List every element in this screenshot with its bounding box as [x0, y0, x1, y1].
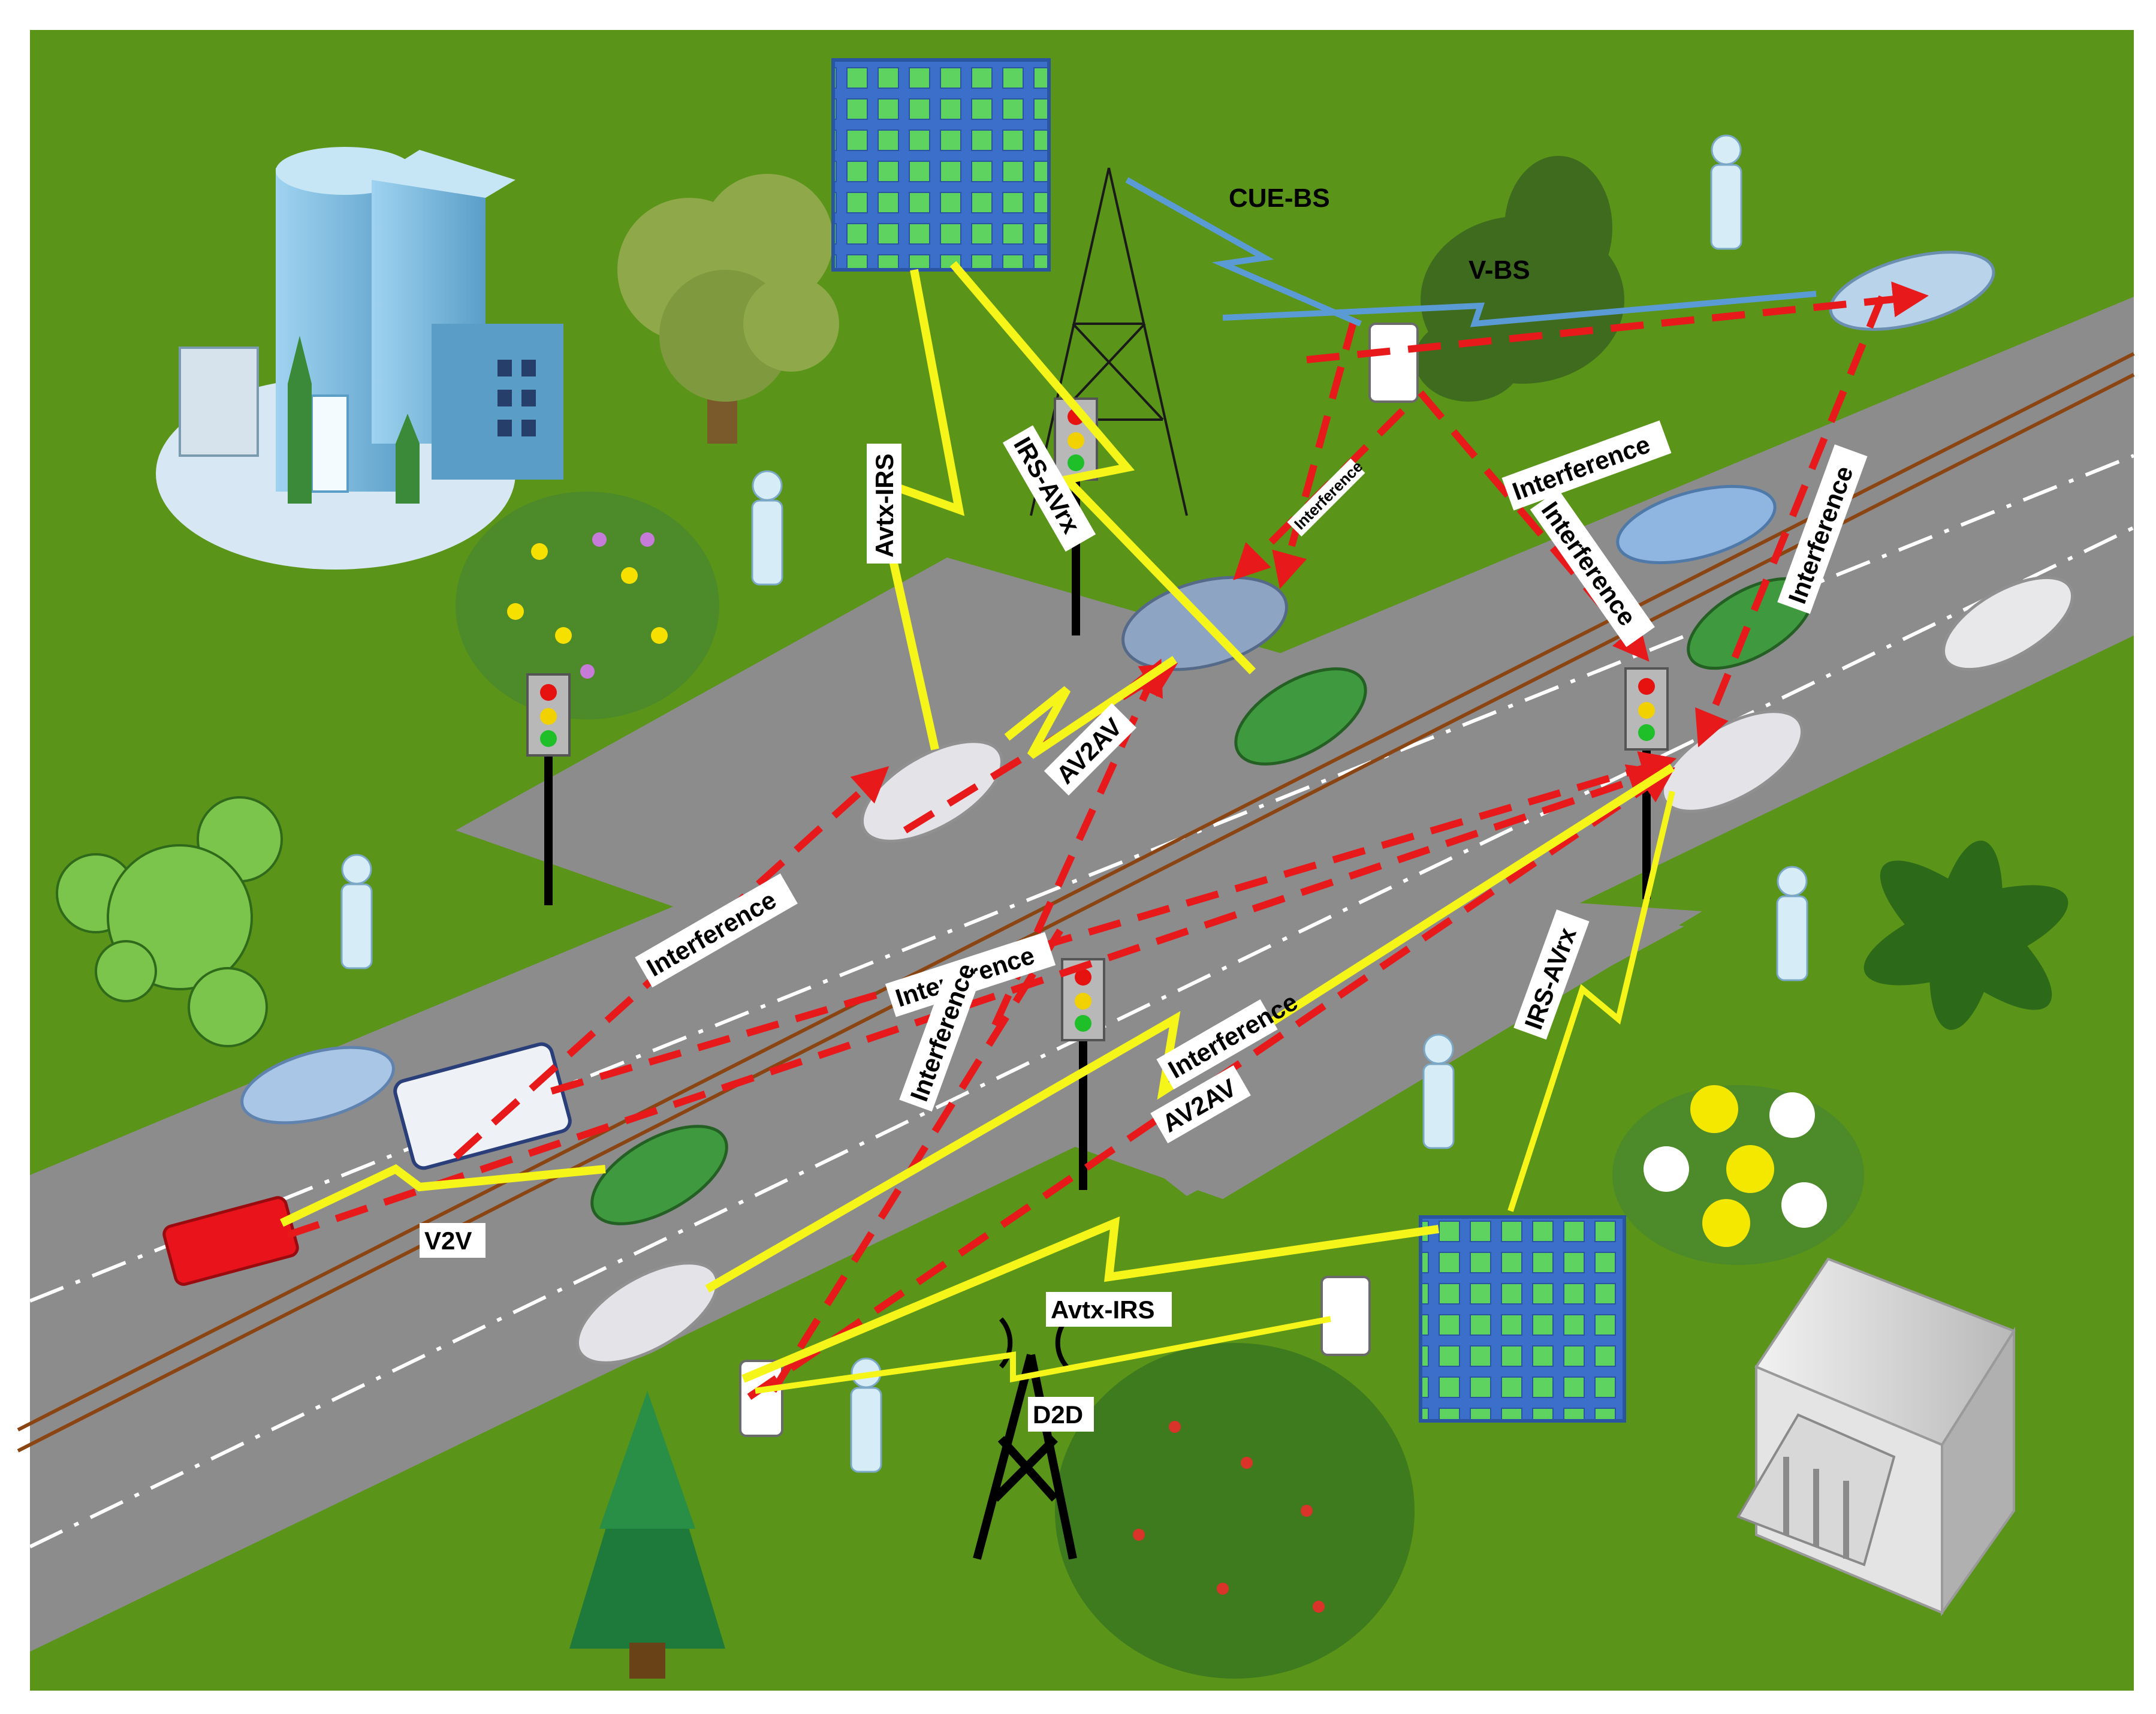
cue-bs-label: CUE-BS	[1229, 183, 1330, 213]
d2d-label: D2D	[1033, 1400, 1083, 1429]
avtx-irs-top-label: Avtx-IRS	[870, 454, 898, 558]
vehicles	[162, 251, 2074, 1364]
cell-tower-bottom	[973, 1317, 1077, 1560]
bank-building	[1736, 1257, 2016, 1617]
berry-bush	[1055, 1343, 1415, 1679]
car-white-av-tx	[860, 740, 1004, 843]
v-bs-label: V-BS	[1469, 255, 1530, 285]
car-white-right	[1942, 576, 2074, 671]
pine-tree	[569, 1391, 725, 1679]
rail-tracks	[17, 352, 2135, 1453]
car-green-1	[1234, 667, 1367, 766]
car-blue-mid	[1616, 484, 1777, 565]
flower-bed	[1612, 1085, 1864, 1265]
flower-shrub	[456, 492, 719, 719]
tree-oak	[617, 174, 839, 444]
cactus-plant	[56, 796, 283, 1047]
bs-links	[1125, 177, 1817, 327]
palm-right	[1863, 841, 2068, 1030]
v2v-label: V2V	[424, 1227, 472, 1255]
irs-panel-top	[831, 58, 1051, 272]
avtx-irs-bottom-label: Avtx-IRS	[1051, 1296, 1154, 1324]
car-blue-left	[240, 1046, 395, 1125]
car-white-bottom	[575, 1261, 719, 1364]
office-building	[156, 147, 563, 570]
car-green-3	[590, 1125, 728, 1225]
car-red	[162, 1196, 299, 1286]
pedestrians	[340, 134, 1808, 1473]
irs-panel-bottom	[1419, 1215, 1626, 1423]
